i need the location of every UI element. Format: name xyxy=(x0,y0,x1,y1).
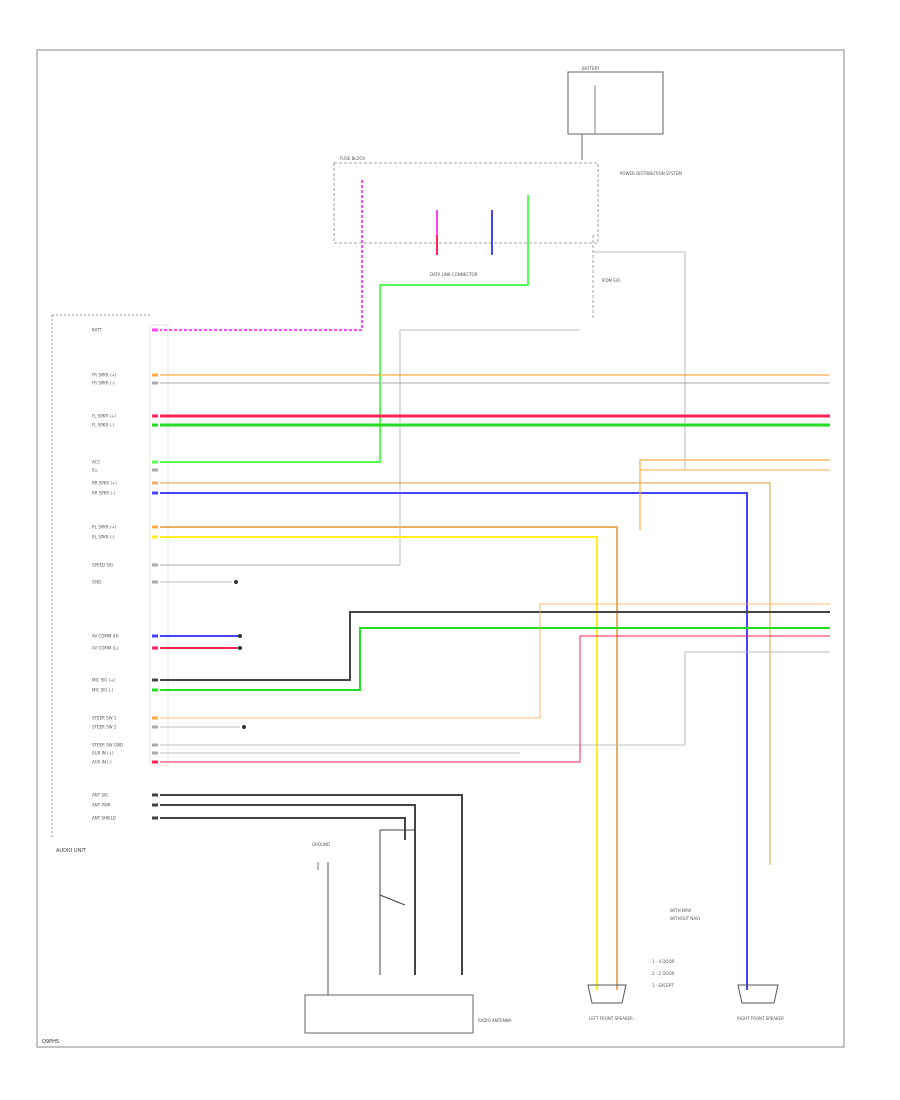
pin-color-swatch xyxy=(152,793,158,797)
without-navi-label: WITHOUT NAVI xyxy=(670,916,700,921)
pin-color-swatch xyxy=(152,646,158,650)
pin-labels: BATT FR SPKR (+) FR SPKR (-) FL SPKR (+) FL … xyxy=(92,328,158,821)
wire-rl-plus xyxy=(160,526,618,990)
audio-unit-label: AUDIO UNIT xyxy=(56,848,87,854)
pin-label: BATT xyxy=(92,328,103,333)
pin-label: STEER SW GND xyxy=(92,743,123,748)
pin-label: AUX IN (-) xyxy=(92,760,112,765)
pin-label: FR SPKR (-) xyxy=(92,381,115,386)
legend-3: 3 - EXCEPT xyxy=(652,983,674,988)
wire-steer-gnd xyxy=(160,651,830,746)
pin-color-swatch xyxy=(152,381,158,385)
wire-steer-1 xyxy=(160,603,830,719)
pin-color-swatch xyxy=(152,743,158,747)
pin-color-swatch xyxy=(152,716,158,720)
pin-label: ANT SHIELD xyxy=(92,816,116,821)
pin-label: ACC xyxy=(92,460,100,465)
footer-code: Q9PHS xyxy=(42,1039,59,1045)
wire-mic-minus xyxy=(160,627,830,691)
wire-mic-plus xyxy=(160,611,830,681)
pin-color-swatch xyxy=(152,525,158,529)
legend-1: 1 - 4 DOOR xyxy=(652,959,675,964)
pin-color-swatch xyxy=(152,491,158,495)
right-front-speaker: RIGHT FRONT SPEAKER xyxy=(737,984,784,1021)
wire-ant-shield xyxy=(160,817,406,840)
battery-box xyxy=(567,71,664,135)
legend-2: 2 - 2 DOOR xyxy=(652,971,675,976)
diagram-frame xyxy=(36,49,845,1048)
pin-label: FR SPKR (+) xyxy=(92,373,117,378)
pin-color-swatch xyxy=(152,751,158,755)
left-front-speaker: LEFT FRONT SPEAKER xyxy=(587,984,633,1021)
pin-color-swatch xyxy=(152,725,158,729)
wire-aux-minus xyxy=(160,635,830,763)
pin-color-swatch xyxy=(152,460,158,464)
pin-color-swatch xyxy=(152,414,158,418)
audio-unit-connector xyxy=(149,324,169,766)
pin-color-swatch xyxy=(152,468,158,472)
fuse-block-box xyxy=(333,162,599,244)
pin-color-swatch xyxy=(152,328,158,332)
wire-rl-minus xyxy=(160,536,598,990)
radio-antenna-box xyxy=(304,994,474,1034)
pin-color-swatch xyxy=(152,803,158,807)
svg-text:RIGHT FRONT SPEAKER: RIGHT FRONT SPEAKER xyxy=(737,1016,784,1021)
pin-label: RL SPKR (+) xyxy=(92,525,117,530)
radio-antenna-label: RADIO ANTENNA xyxy=(478,1018,512,1023)
wire-right-orange xyxy=(639,459,830,530)
pin-label: RL SPKR (-) xyxy=(92,535,115,540)
with-navi-label: WITH NAVI xyxy=(670,908,691,913)
wire-ant-pwr xyxy=(160,804,416,975)
data-link-label: DATA LINK CONNECTOR xyxy=(430,272,478,277)
power-distribution-label: POWER DISTRIBUTION SYSTEM xyxy=(620,171,682,176)
battery-label: BATTERY xyxy=(582,66,600,71)
pin-color-swatch xyxy=(152,535,158,539)
pin-color-swatch xyxy=(152,678,158,682)
wire-batt-pink xyxy=(160,180,363,331)
wire-rr-plus xyxy=(160,482,771,865)
wire-rr-minus xyxy=(160,492,748,990)
pin-label: MIC SIG (-) xyxy=(92,688,114,693)
pin-label: STEER SW 2 xyxy=(92,725,117,730)
wire-ant-sig xyxy=(160,794,463,975)
pin-label: SPEED SIG xyxy=(92,563,113,568)
pin-label: RR SPKR (+) xyxy=(92,481,117,486)
pin-label: STEER SW 1 xyxy=(92,716,117,721)
audio-unit-boundary xyxy=(51,314,150,838)
pin-label: GND xyxy=(92,580,101,585)
fuse-block-label: FUSE BLOCK xyxy=(340,156,365,161)
pin-label: ANT SIG xyxy=(92,793,108,798)
wire-acc-green xyxy=(160,195,529,463)
pin-label: RR SPKR (-) xyxy=(92,491,115,496)
pin-label: FL SPKR (-) xyxy=(92,423,114,428)
pin-label: MIC SIG (+) xyxy=(92,678,116,683)
pin-color-swatch xyxy=(152,580,158,584)
pin-label: ILL xyxy=(92,468,98,473)
pin-color-swatch xyxy=(152,688,158,692)
pin-color-swatch xyxy=(152,481,158,485)
pin-label: FL SPKR (+) xyxy=(92,414,116,419)
pin-color-swatch xyxy=(152,373,158,377)
pin-color-swatch xyxy=(152,563,158,567)
pin-label: AUX IN (+) xyxy=(92,751,114,756)
pin-color-swatch xyxy=(152,423,158,427)
pin-label: AV COMM (H) xyxy=(92,634,119,639)
pin-label: AV COMM (L) xyxy=(92,646,118,651)
ipdm-label: IPDM E/R xyxy=(602,278,620,283)
pin-color-swatch xyxy=(152,816,158,820)
ground-label: GROUND xyxy=(312,842,330,847)
pin-color-swatch xyxy=(152,634,158,638)
pin-label: ANT PWR xyxy=(92,803,111,808)
pin-color-swatch xyxy=(152,760,158,764)
wire-ill-grey xyxy=(160,330,401,566)
svg-text:LEFT FRONT SPEAKER: LEFT FRONT SPEAKER xyxy=(589,1016,633,1021)
